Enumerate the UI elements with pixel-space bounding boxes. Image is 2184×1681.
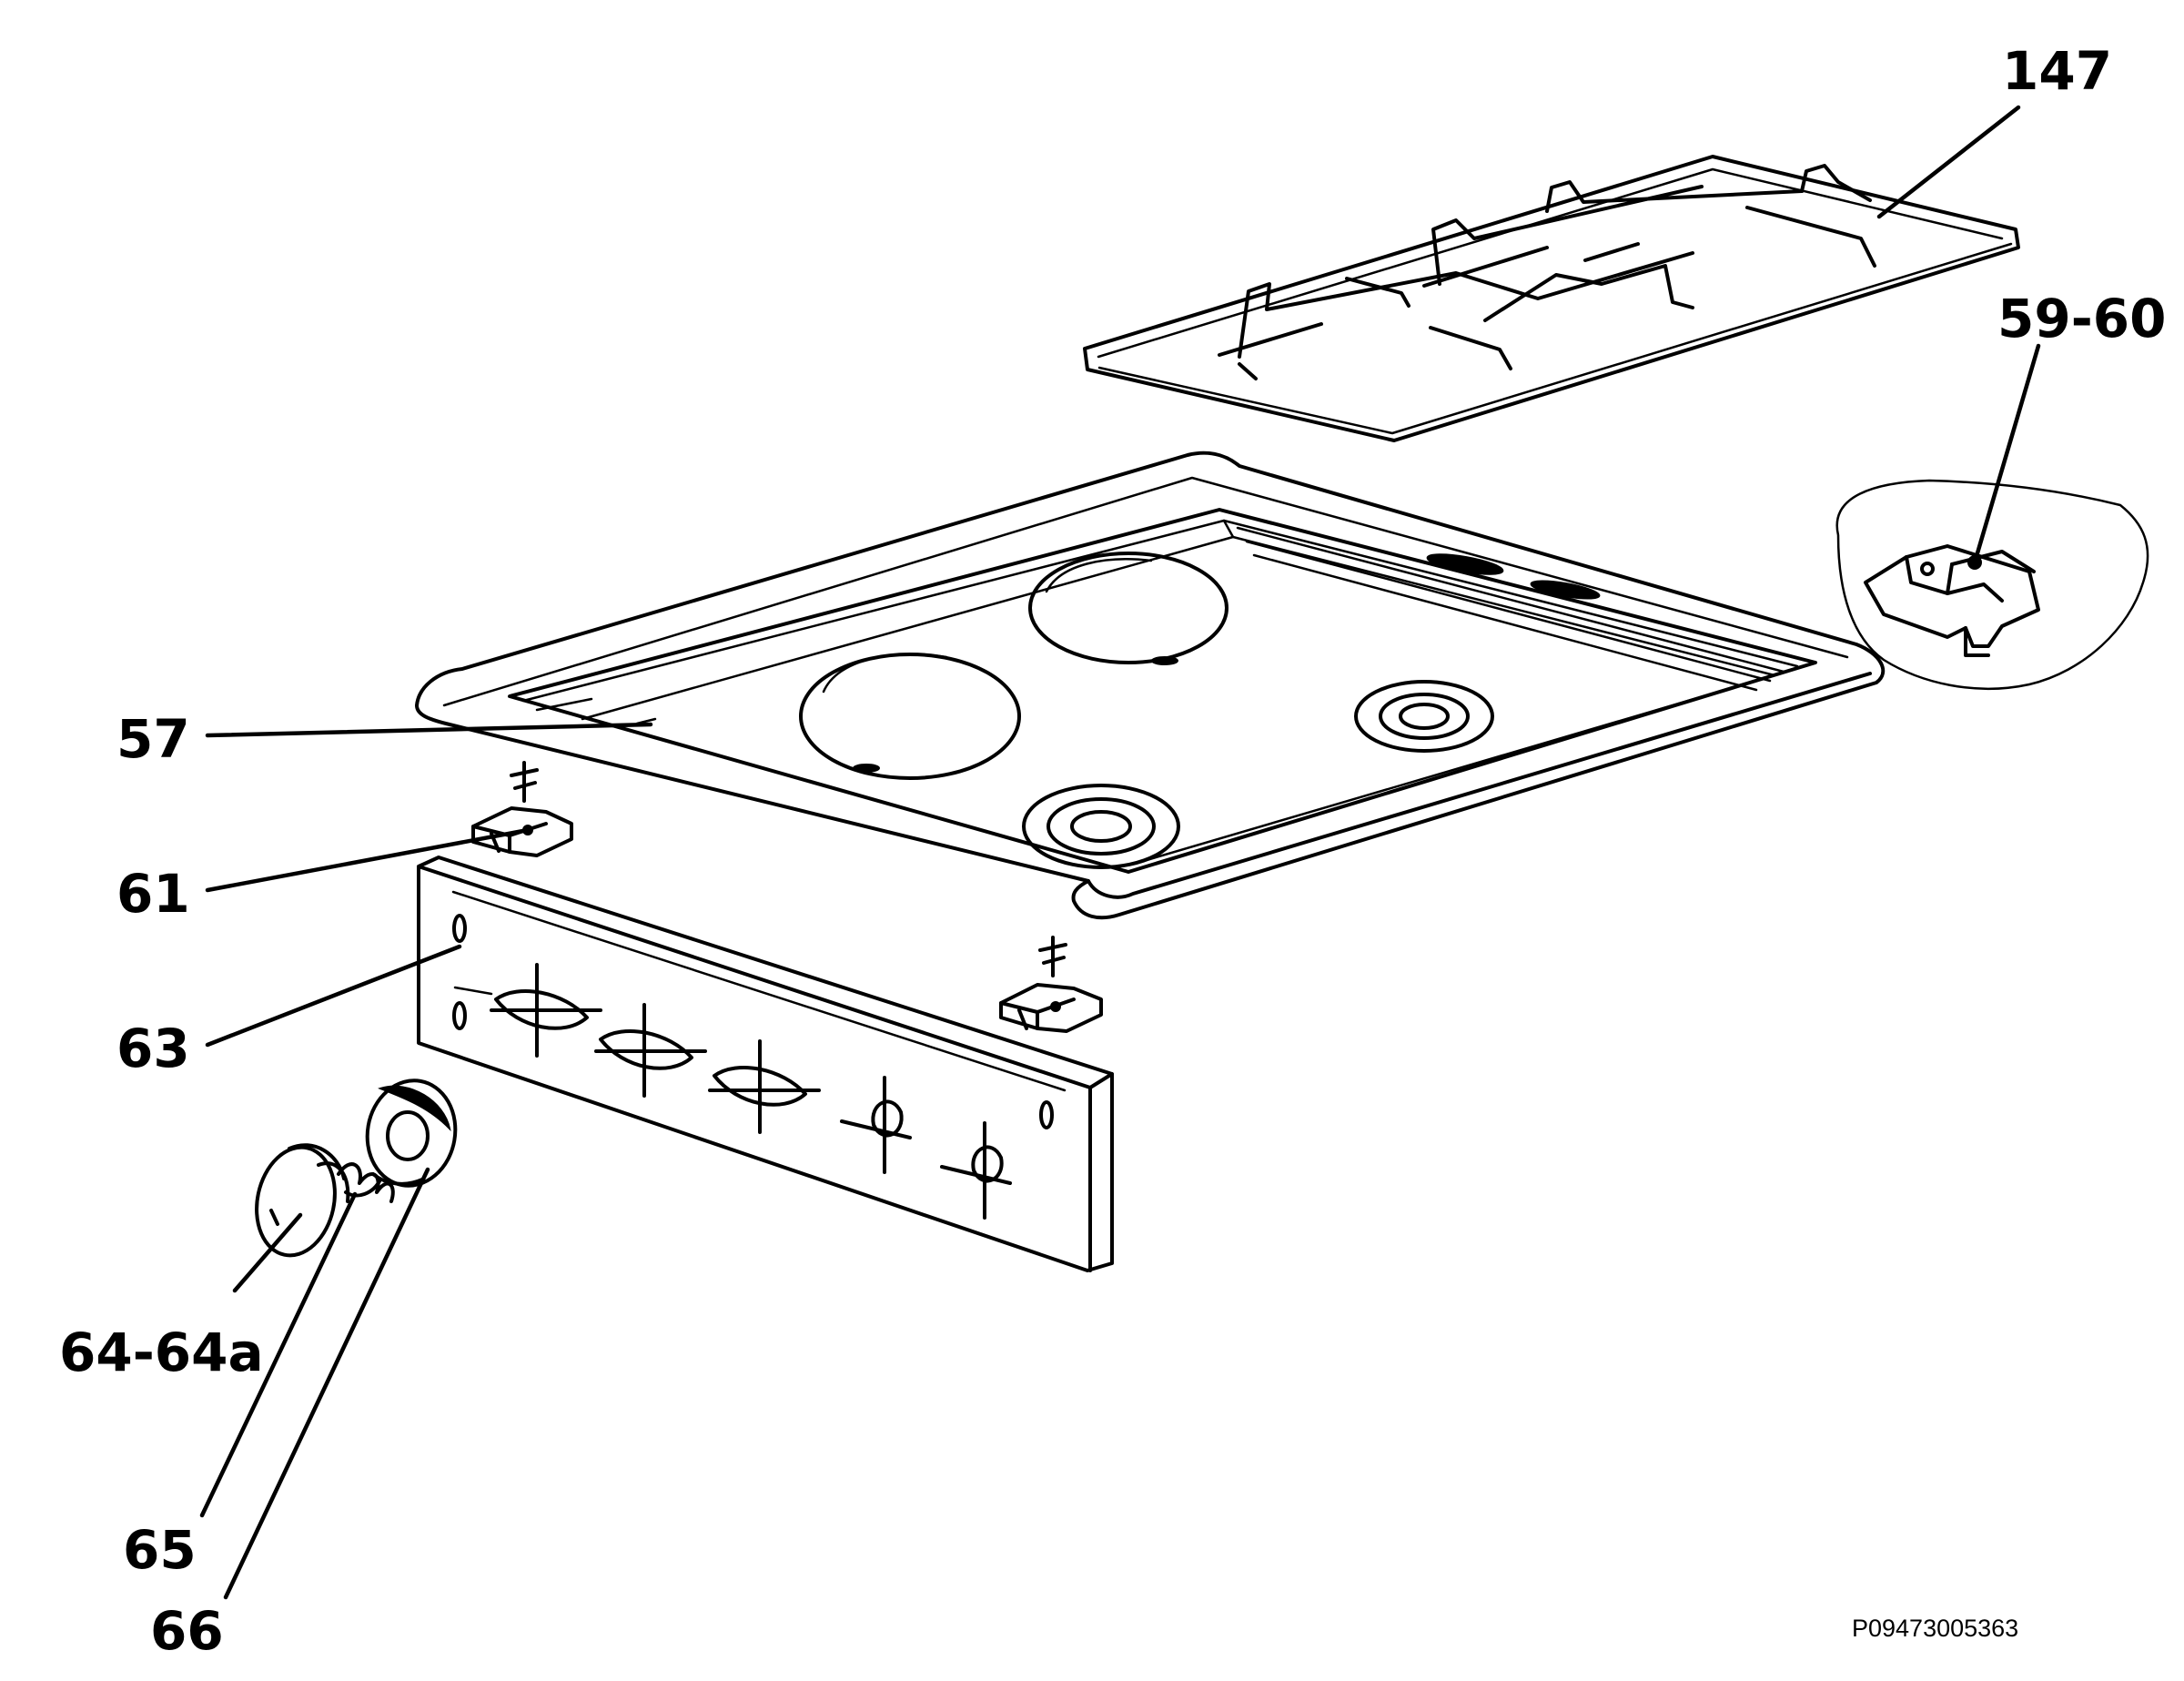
label-spring: 65 <box>123 1519 197 1581</box>
label-bracket: 61 <box>116 863 190 925</box>
control-panel <box>417 856 1114 1272</box>
hob-top <box>415 451 1886 920</box>
knob-bezel <box>365 1078 458 1188</box>
label-spark-ignition: 59-60 <box>1997 288 2167 349</box>
label-pan-support: 147 <box>2002 40 2112 102</box>
pan-support-grid <box>1083 155 2020 442</box>
mounting-bracket-right <box>999 936 1103 1033</box>
label-control-panel: 63 <box>116 1018 190 1079</box>
spark-ignition-detail <box>1835 479 2149 690</box>
mounting-bracket-left <box>471 761 573 857</box>
panel-knob-symbols <box>490 963 1012 1220</box>
leader-lines <box>199 105 2041 1600</box>
label-knob-bezel: 66 <box>150 1600 224 1662</box>
label-hob-top: 57 <box>116 708 190 770</box>
diagram-reference-code: P09473005363 <box>1852 1615 2018 1642</box>
label-knob: 64-64a <box>59 1322 264 1383</box>
